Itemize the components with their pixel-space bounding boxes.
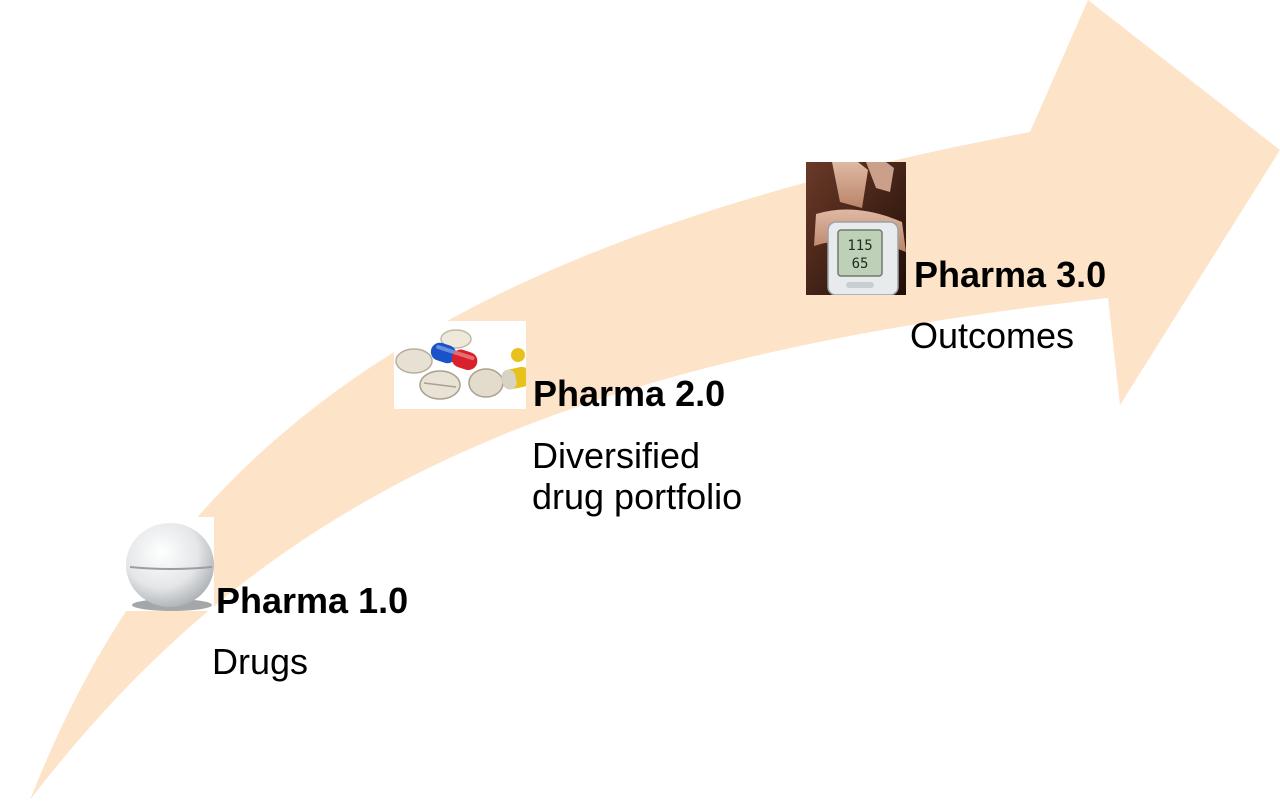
blood-pressure-monitor-icon: 115 65	[806, 162, 906, 295]
stage-3-subtitle: Outcomes	[910, 315, 1075, 356]
monitor-systolic-reading: 115	[847, 238, 872, 254]
stage-3-title: Pharma 3.0	[914, 254, 1107, 295]
growth-arrow-shape	[30, 0, 1280, 800]
stage-3-monitor-image: 115 65	[806, 162, 906, 295]
monitor-diastolic-reading: 65	[852, 256, 869, 272]
stage-2-subtitle: Diversified drug portfolio	[532, 435, 743, 518]
tablet-icon	[126, 523, 214, 611]
stage-2-pills-image	[394, 321, 526, 409]
stage-1-subtitle: Drugs	[212, 641, 309, 682]
stage-1-title: Pharma 1.0	[216, 580, 409, 621]
stage-2-title: Pharma 2.0	[533, 373, 726, 414]
stage-1-tablet-image	[124, 517, 214, 611]
pills-icon	[395, 329, 526, 400]
